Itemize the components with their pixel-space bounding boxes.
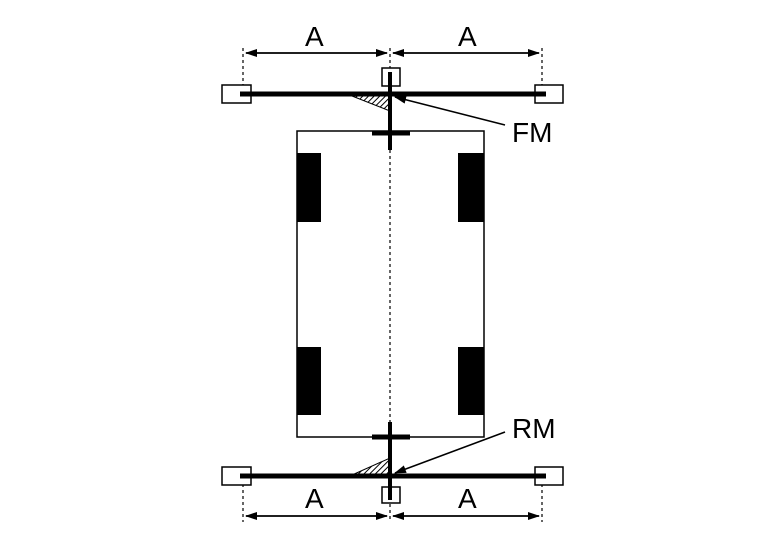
front-bar <box>221 67 564 150</box>
wheel-rear-left <box>297 347 321 415</box>
wheel-front-right <box>458 153 484 222</box>
front-mark-label: FM <box>512 117 552 148</box>
fm-leader-arrow <box>394 95 506 126</box>
dim-label-bottom-left: A <box>305 483 324 514</box>
front-hatch <box>351 95 391 112</box>
dim-label-top-right: A <box>458 21 477 52</box>
rm-leader-arrow <box>394 431 506 474</box>
rear-bar <box>221 422 564 504</box>
dim-label-top-left: A <box>305 21 324 52</box>
dim-label-bottom-right: A <box>458 483 477 514</box>
vehicle <box>296 130 485 440</box>
rear-hatch <box>351 457 391 476</box>
rear-mark-label: RM <box>512 413 556 444</box>
wheel-rear-right <box>458 347 484 415</box>
wheel-front-left <box>297 153 321 222</box>
extension-lines <box>242 48 543 522</box>
dimension-lines <box>245 49 540 520</box>
